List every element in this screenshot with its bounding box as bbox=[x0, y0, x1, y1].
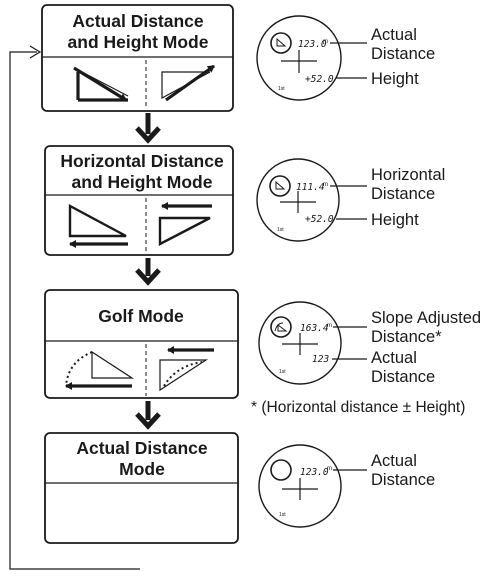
callout-label: Height bbox=[371, 70, 419, 88]
viewfinder-display: 111.4 m +52.0 1st bbox=[256, 158, 367, 242]
mode-title-line-1: Actual Distance bbox=[72, 11, 204, 31]
mode-indicator-icon bbox=[276, 37, 287, 47]
mode-title-line-2: Mode bbox=[119, 459, 165, 479]
callout-label: Actual bbox=[371, 26, 417, 44]
callout-label: Distance bbox=[371, 45, 435, 63]
viewfinder-display: 123.0 m +52.0 1st bbox=[256, 15, 367, 101]
height-readout: +52.0 bbox=[305, 74, 334, 85]
mode-indicator-icon bbox=[274, 322, 288, 332]
callout-label: Distance bbox=[371, 471, 435, 489]
down-arrow-1 bbox=[135, 113, 161, 144]
mode-title-line-1: Horizontal Distance bbox=[60, 151, 224, 171]
height-readout: +52.0 bbox=[305, 214, 334, 225]
height-icon bbox=[158, 202, 212, 246]
mode-box-horizontal-distance-height: Horizontal Distance and Height Mode bbox=[44, 145, 234, 256]
callout-label: Distance bbox=[371, 185, 435, 203]
mode-title: Golf Mode bbox=[98, 306, 184, 326]
distance-readout: 123.0 bbox=[300, 467, 329, 478]
callout-label: Slope Adjusted bbox=[371, 309, 481, 327]
unit-readout: m bbox=[323, 39, 328, 45]
mode-title-line-1: Actual Distance bbox=[76, 438, 208, 458]
target-tag: 1st bbox=[277, 227, 284, 233]
callout-label: Distance bbox=[371, 368, 435, 386]
down-arrow-2 bbox=[135, 258, 161, 286]
unit-readout: m bbox=[327, 466, 332, 472]
unit-readout: m bbox=[323, 182, 328, 188]
horizontal-distance-icon bbox=[68, 203, 128, 248]
callout-label: Distance* bbox=[371, 328, 442, 346]
actual-distance-readout: 123 bbox=[312, 354, 329, 365]
callout-label: Actual bbox=[371, 452, 417, 470]
mode-box-actual-distance-height: Actual Distance and Height Mode bbox=[41, 4, 234, 112]
down-arrow-3 bbox=[135, 401, 161, 430]
target-tag: 1st bbox=[279, 369, 286, 375]
distance-readout: 163.4 bbox=[300, 323, 329, 334]
golf-slope-icon bbox=[65, 350, 135, 390]
loop-back-arrow bbox=[9, 45, 140, 570]
footnote: * (Horizontal distance ± Height) bbox=[251, 399, 465, 416]
mode-title-line-2: and Height Mode bbox=[72, 172, 213, 192]
callout-label: Height bbox=[371, 211, 419, 229]
distance-readout: 111.4 bbox=[296, 182, 325, 193]
callout-label: Horizontal bbox=[371, 166, 445, 184]
distance-readout: 123.0 bbox=[298, 39, 327, 50]
golf-uphill-icon bbox=[159, 346, 214, 392]
viewfinder-display: 163.4 m 123 1st bbox=[258, 301, 367, 385]
mode-box-golf: Golf Mode bbox=[44, 289, 239, 399]
mode-indicator-icon bbox=[275, 180, 286, 190]
actual-distance-icon bbox=[73, 66, 129, 102]
target-tag: 1st bbox=[279, 512, 286, 518]
callout-label: Actual bbox=[371, 349, 417, 367]
target-tag: 1st bbox=[278, 86, 285, 92]
viewfinder-display: 123.0 m 1st bbox=[258, 444, 367, 528]
unit-readout: m bbox=[327, 323, 332, 329]
height-icon bbox=[161, 64, 215, 102]
mode-title-line-2: and Height Mode bbox=[68, 32, 209, 52]
mode-box-actual-distance: Actual Distance Mode bbox=[44, 432, 239, 544]
